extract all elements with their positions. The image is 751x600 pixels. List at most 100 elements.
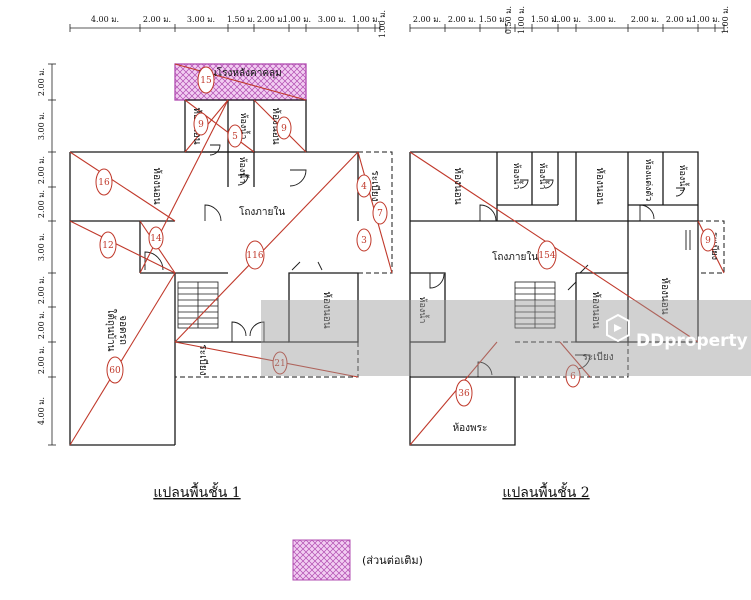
marker: 14 (148, 226, 164, 250)
plan2-caption: แปลนพื้นชั้น 2 (502, 482, 589, 501)
room-label: โถงภายใน (239, 205, 285, 218)
dim-label: 3.00 ม. (588, 15, 616, 24)
plan1-side-dimension: 2.00 ม. 3.00 ม. 2.00 ม. 2.00 ม. 3.00 ม. … (37, 63, 56, 446)
room-label: ระเบียง (197, 344, 209, 375)
room-label: จอดรถใต้ถุนบ้าน (105, 308, 128, 351)
room-label: ห้องนอน (151, 167, 163, 204)
room-label: ห้องน้ำ (417, 297, 430, 324)
dim-label: 2.00 ม. (37, 68, 46, 96)
dim-label: 2.00 ม. (143, 15, 171, 24)
legend: (ส่วนต่อเติม) (292, 539, 423, 581)
dim-label: 2.00 ม. (37, 190, 46, 218)
room-label: ระเบียง (369, 170, 381, 201)
legend-label: (ส่วนต่อเติม) (362, 554, 423, 567)
dim-label: 2.00 ม. (413, 15, 441, 24)
room-label: ส่วนโรงหลังคาคลุม (198, 66, 282, 79)
marker: 3 (356, 228, 372, 252)
dim-label: 2.00 ม. (631, 15, 659, 24)
dim-label: 2.00 ม. (666, 15, 694, 24)
plan2-top-dimension: 2.00 ม. 2.00 ม. 1.50 ม. 0.50 ม. 1.00 ม. … (409, 6, 730, 34)
room-label: ห้องน้ำ (537, 163, 550, 190)
room-label: ห้องนอน (452, 167, 464, 204)
room-label: ห้องนอน (321, 291, 333, 328)
marker: 9 (193, 112, 209, 136)
svg-text:154: 154 (538, 251, 555, 261)
plan1-stairs (177, 281, 219, 329)
plan2-doors (429, 179, 691, 377)
dim-label: 3.00 ม. (37, 112, 46, 140)
dim-label: 4.00 ม. (91, 15, 119, 24)
marker: 4 (356, 174, 372, 198)
dim-label: 4.00 ม. (37, 397, 46, 425)
dim-label: 1.00 ม. (283, 15, 311, 24)
dim-label: 1.50 ม. (227, 15, 255, 24)
marker: 12 (99, 231, 117, 259)
svg-text:21: 21 (274, 359, 285, 369)
svg-text:3: 3 (361, 236, 367, 246)
room-label: โถงภายใน (492, 250, 538, 263)
dim-label: 1.50 ม. (531, 15, 559, 24)
room-label: ระเบียง (582, 351, 613, 363)
room-label: ห้องน้ำ (677, 165, 690, 192)
plan-2: 2.00 ม. 2.00 ม. 1.50 ม. 0.50 ม. 1.00 ม. … (409, 6, 730, 501)
dim-label: 1.00 ม. (352, 15, 380, 24)
svg-text:6: 6 (570, 372, 576, 382)
svg-text:36: 36 (458, 389, 470, 399)
marker: 15 (197, 66, 215, 94)
dim-label: 2.00 ม. (448, 15, 476, 24)
plan2-room-labels: ห้องนอน ห้องน้ำ ห้องน้ำ ห้องนอน ห้องแต่ง… (417, 159, 720, 434)
watermark: DDproperty (261, 300, 751, 376)
plan2-markers: 9 154 36 6 (455, 228, 716, 407)
dim-label: 1.00 ม. (721, 6, 730, 34)
dim-label: 1.00 ม. (553, 15, 581, 24)
room-label: ระเบียง (709, 232, 720, 260)
svg-text:9: 9 (281, 124, 287, 134)
dim-label: 3.00 ม. (187, 15, 215, 24)
plan-1: 4.00 ม. 2.00 ม. 3.00 ม. 1.50 ม. 2.00 ม. … (37, 10, 393, 501)
room-label: ห้องน้ำ (237, 157, 250, 184)
dim-label: 0.50 ม. (504, 6, 513, 34)
dim-label: 2.00 ม. (257, 15, 285, 24)
svg-text:16: 16 (98, 178, 110, 188)
watermark-logo-icon (606, 313, 630, 343)
marker: 7 (372, 201, 388, 225)
room-label: ห้องนอน (594, 167, 606, 204)
dim-label: 2.00 ม. (37, 346, 46, 374)
dim-label: 1.00 ม. (378, 10, 387, 38)
marker: 60 (106, 356, 124, 384)
dim-label: 1.00 ม. (517, 6, 526, 34)
svg-text:15: 15 (200, 76, 212, 86)
plan1-caption: แปลนพื้นชั้น 1 (153, 482, 240, 501)
svg-text:9: 9 (198, 120, 204, 130)
marker: 5 (227, 124, 243, 148)
dim-label: 3.00 ม. (318, 15, 346, 24)
svg-text:14: 14 (150, 234, 162, 244)
plan1-red-lines (69, 63, 393, 446)
svg-text:12: 12 (102, 241, 113, 251)
svg-text:60: 60 (109, 366, 121, 376)
marker: 21 (272, 351, 288, 375)
dim-label: 2.00 ม. (37, 156, 46, 184)
dim-label: 3.00 ม. (37, 233, 46, 261)
svg-text:4: 4 (361, 182, 367, 192)
marker: 9 (276, 116, 292, 140)
plan1-dashed-walls (174, 151, 393, 378)
svg-text:7: 7 (377, 209, 383, 219)
room-label: ห้องน้ำ (511, 163, 524, 190)
watermark-text: DDproperty (636, 331, 748, 351)
marker: 9 (700, 228, 716, 252)
dim-label: 2.00 ม. (37, 276, 46, 304)
room-label: ห้องแต่งตัว (643, 159, 654, 202)
marker: 36 (455, 379, 473, 407)
svg-text:116: 116 (246, 251, 263, 261)
marker: 116 (245, 240, 265, 270)
dim-label: 2.00 ม. (37, 311, 46, 339)
legend-swatch (292, 539, 351, 581)
room-label: ห้องนอน (590, 291, 602, 328)
room-label: ห้องนอน (659, 277, 671, 314)
plan1-top-dimension: 4.00 ม. 2.00 ม. 3.00 ม. 1.50 ม. 2.00 ม. … (69, 10, 387, 38)
marker: 6 (565, 364, 581, 388)
room-label: ห้องพระ (453, 422, 488, 434)
svg-text:5: 5 (232, 132, 238, 142)
